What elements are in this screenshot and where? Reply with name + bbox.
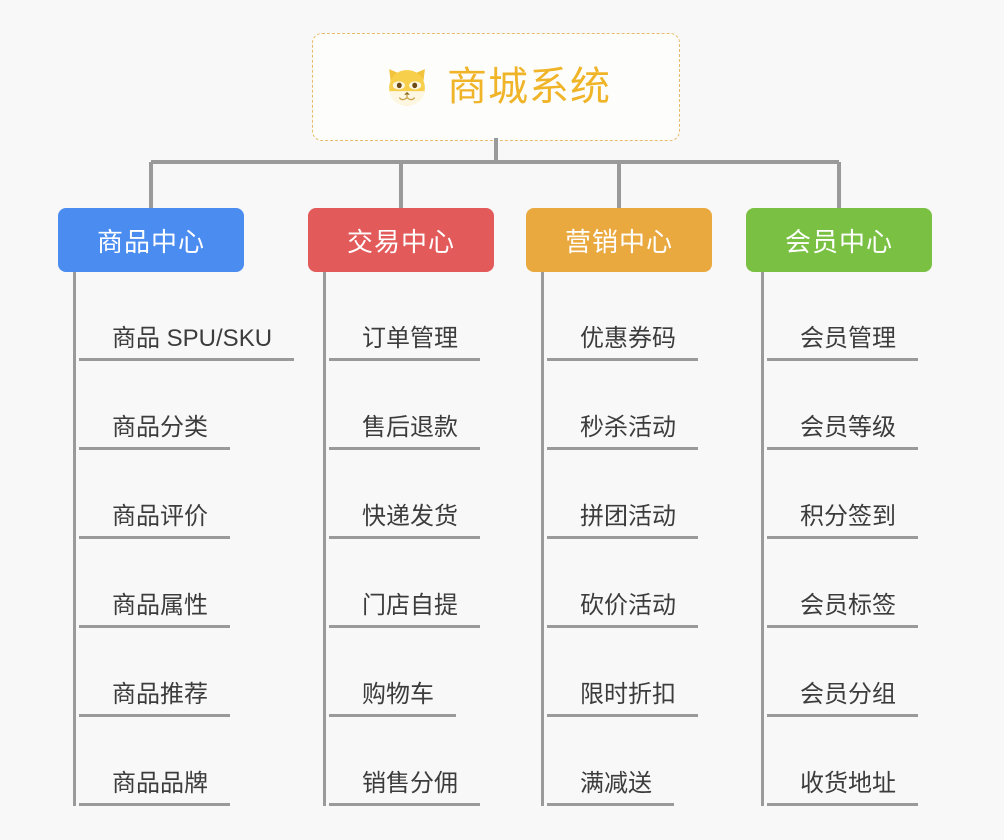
leaf-label: 销售分佣 [329, 770, 480, 806]
category-label-1: 交易中心 [346, 226, 455, 257]
category-column-1: 交易中心 订单管理 售后退款 快递发货 门店自提 购物车 销售分佣 [308, 208, 530, 806]
leaf-label: 售后退款 [329, 414, 480, 450]
leaf-label: 商品 SPU/SKU [79, 325, 295, 361]
leaf-label: 商品评价 [79, 503, 230, 539]
leaf-label: 订单管理 [329, 325, 480, 361]
leaf-item[interactable]: 购物车 [329, 628, 530, 717]
leaf-item[interactable]: 会员管理 [767, 272, 968, 361]
root-node[interactable]: 商城系统 [312, 33, 680, 141]
leaf-item[interactable]: 砍价活动 [547, 539, 748, 628]
leaf-label: 秒杀活动 [547, 414, 698, 450]
leaf-item[interactable]: 会员分组 [767, 628, 968, 717]
root-title: 商城系统 [447, 65, 611, 109]
leaf-label: 满减送 [547, 770, 674, 806]
leaf-label: 门店自提 [329, 592, 480, 628]
leaf-item[interactable]: 商品 SPU/SKU [79, 272, 295, 361]
root-to-category-connectors [149, 138, 841, 210]
leaf-label: 积分签到 [767, 503, 918, 539]
leaf-label: 商品分类 [79, 414, 230, 450]
leaf-label: 商品品牌 [79, 770, 230, 806]
leaf-item[interactable]: 门店自提 [329, 539, 530, 628]
leaf-item[interactable]: 限时折扣 [547, 628, 748, 717]
leaf-item[interactable]: 秒杀活动 [547, 361, 748, 450]
leaf-label: 快递发货 [329, 503, 480, 539]
leaf-list-3: 会员管理 会员等级 积分签到 会员标签 会员分组 收货地址 [761, 272, 968, 806]
leaf-label: 收货地址 [767, 770, 918, 806]
category-label-3: 会员中心 [784, 226, 893, 257]
leaf-item[interactable]: 快递发货 [329, 450, 530, 539]
leaf-label: 限时折扣 [547, 681, 698, 717]
shiba-dog-face-icon [389, 69, 425, 106]
leaf-item[interactable]: 订单管理 [329, 272, 530, 361]
leaf-label: 砍价活动 [547, 592, 698, 628]
leaf-label: 会员分组 [767, 681, 918, 717]
category-column-0: 商品中心 商品 SPU/SKU 商品分类 商品评价 商品属性 商品推荐 商品品牌 [58, 208, 295, 806]
category-label-0: 商品中心 [96, 226, 205, 257]
leaf-item[interactable]: 会员标签 [767, 539, 968, 628]
leaf-item[interactable]: 商品分类 [79, 361, 280, 450]
leaf-label: 会员等级 [767, 414, 918, 450]
leaf-item[interactable]: 商品属性 [79, 539, 280, 628]
category-header-2[interactable]: 营销中心 [526, 208, 712, 272]
category-header-0[interactable]: 商品中心 [58, 208, 244, 272]
category-column-3: 会员中心 会员管理 会员等级 积分签到 会员标签 会员分组 收货地址 [746, 208, 968, 806]
leaf-item[interactable]: 优惠券码 [547, 272, 748, 361]
leaf-label: 商品推荐 [79, 681, 230, 717]
category-header-1[interactable]: 交易中心 [308, 208, 494, 272]
leaf-label: 拼团活动 [547, 503, 698, 539]
category-label-2: 营销中心 [564, 226, 673, 257]
leaf-item[interactable]: 销售分佣 [329, 717, 530, 806]
category-column-2: 营销中心 优惠券码 秒杀活动 拼团活动 砍价活动 限时折扣 满减送 [526, 208, 748, 806]
leaf-label: 会员管理 [767, 325, 918, 361]
leaf-item[interactable]: 拼团活动 [547, 450, 748, 539]
category-header-3[interactable]: 会员中心 [746, 208, 932, 272]
leaf-item[interactable]: 商品品牌 [79, 717, 280, 806]
leaf-item[interactable]: 商品推荐 [79, 628, 280, 717]
leaf-label: 优惠券码 [547, 325, 698, 361]
leaf-item[interactable]: 收货地址 [767, 717, 968, 806]
leaf-item[interactable]: 满减送 [547, 717, 748, 806]
leaf-list-1: 订单管理 售后退款 快递发货 门店自提 购物车 销售分佣 [323, 272, 530, 806]
leaf-label: 商品属性 [79, 592, 230, 628]
leaf-item[interactable]: 积分签到 [767, 450, 968, 539]
leaf-item[interactable]: 售后退款 [329, 361, 530, 450]
leaf-list-2: 优惠券码 秒杀活动 拼团活动 砍价活动 限时折扣 满减送 [541, 272, 748, 806]
leaf-item[interactable]: 会员等级 [767, 361, 968, 450]
leaf-item[interactable]: 商品评价 [79, 450, 280, 539]
leaf-list-0: 商品 SPU/SKU 商品分类 商品评价 商品属性 商品推荐 商品品牌 [73, 272, 295, 806]
leaf-label: 购物车 [329, 681, 456, 717]
leaf-label: 会员标签 [767, 592, 918, 628]
